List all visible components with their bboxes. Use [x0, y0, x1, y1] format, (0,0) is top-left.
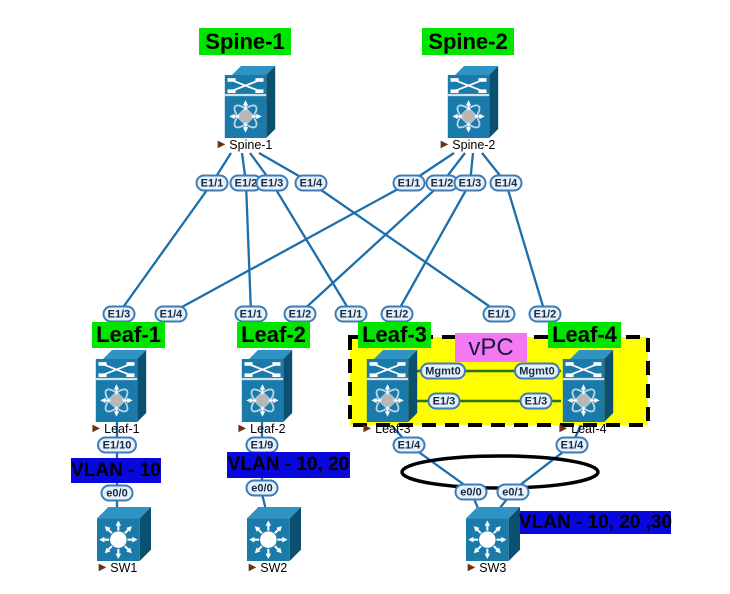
spine-1-name-tag: Spine-1 — [199, 28, 291, 55]
port-label-e1-2: E1/2 — [425, 174, 459, 192]
running-status-icon: ▶ — [217, 139, 226, 150]
device-name-text: SW1 — [110, 561, 138, 575]
device-leaf-2-sublabel: ▶Leaf-2 — [217, 422, 307, 436]
port-label-e1-3: E1/3 — [102, 305, 136, 323]
port-label-e0-1: e0/1 — [496, 483, 530, 501]
port-label-e0-0: e0/0 — [245, 479, 279, 497]
port-label-e0-0: e0/0 — [100, 484, 134, 502]
device-name-text: Leaf-3 — [375, 422, 411, 436]
running-status-icon: ▶ — [98, 562, 107, 573]
device-name-text: Spine-2 — [452, 138, 496, 152]
port-label-e1-3: E1/3 — [427, 392, 461, 410]
running-status-icon: ▶ — [363, 423, 372, 434]
port-label-e1-1: E1/1 — [195, 174, 229, 192]
port-label-e1-3: E1/3 — [255, 174, 289, 192]
device-sw2-sublabel: ▶SW2 — [223, 561, 313, 575]
running-status-icon: ▶ — [248, 562, 257, 573]
port-label-e1-2: E1/2 — [380, 305, 414, 323]
running-status-icon: ▶ — [559, 423, 568, 434]
port-label-e1-4: E1/4 — [489, 174, 523, 192]
leaf-4-name-tag: Leaf-4 — [548, 322, 621, 348]
vpc-tag: vPC — [455, 333, 527, 362]
running-status-icon: ▶ — [467, 562, 476, 573]
running-status-icon: ▶ — [92, 423, 101, 434]
device-name-text: Leaf-2 — [250, 422, 286, 436]
port-label-e1-4: E1/4 — [392, 436, 426, 454]
vlan-tag-sw2: VLAN - 10, 20 — [227, 452, 350, 478]
port-label-e1-4: E1/4 — [294, 174, 328, 192]
port-label-mgmt0: Mgmt0 — [420, 362, 466, 380]
vlan-tag-sw1: VLAN - 10 — [71, 458, 161, 483]
port-label-e1-1: E1/1 — [482, 305, 516, 323]
port-label-e1-4: E1/4 — [555, 436, 589, 454]
running-status-icon: ▶ — [238, 423, 247, 434]
link-leaf3-e1-4--sw3-e0-0 — [386, 419, 484, 519]
spine-2-name-tag: Spine-2 — [422, 28, 514, 55]
device-name-text: Leaf-4 — [571, 422, 607, 436]
device-name-text: SW2 — [260, 561, 288, 575]
device-name-text: SW3 — [479, 561, 507, 575]
port-label-e1-2: E1/2 — [283, 305, 317, 323]
port-label-mgmt0: Mgmt0 — [514, 362, 560, 380]
vlan-tag-sw3: VLAN - 10, 20 ,30 — [518, 511, 673, 534]
device-spine-1-sublabel: ▶Spine-1 — [200, 138, 290, 152]
running-status-icon: ▶ — [440, 139, 449, 150]
link-leaf4-e1-4--sw3-e0-1 — [491, 419, 585, 519]
leaf-2-name-tag: Leaf-2 — [237, 322, 310, 348]
port-label-e0-0: e0/0 — [454, 483, 488, 501]
port-label-e1-3: E1/3 — [453, 174, 487, 192]
port-label-e1-1: E1/1 — [392, 174, 426, 192]
device-leaf-4-sublabel: ▶Leaf-4 — [538, 422, 628, 436]
device-spine-2-sublabel: ▶Spine-2 — [423, 138, 513, 152]
port-label-e1-4: E1/4 — [154, 305, 188, 323]
leaf-3-name-tag: Leaf-3 — [358, 322, 431, 348]
device-name-text: Spine-1 — [229, 138, 273, 152]
device-sw1-sublabel: ▶SW1 — [73, 561, 163, 575]
port-label-e1-1: E1/1 — [234, 305, 268, 323]
port-label-e1-2: E1/2 — [528, 305, 562, 323]
device-leaf-3-sublabel: ▶Leaf-3 — [342, 422, 432, 436]
port-label-e1-9: E1/9 — [245, 436, 279, 454]
port-label-e1-1: E1/1 — [334, 305, 368, 323]
leaf-1-name-tag: Leaf-1 — [92, 322, 165, 348]
device-sw3-sublabel: ▶SW3 — [442, 561, 532, 575]
port-label-e1-3: E1/3 — [519, 392, 553, 410]
device-leaf-1-sublabel: ▶Leaf-1 — [71, 422, 161, 436]
device-name-text: Leaf-1 — [104, 422, 140, 436]
port-label-e1-10: E1/10 — [97, 436, 137, 454]
